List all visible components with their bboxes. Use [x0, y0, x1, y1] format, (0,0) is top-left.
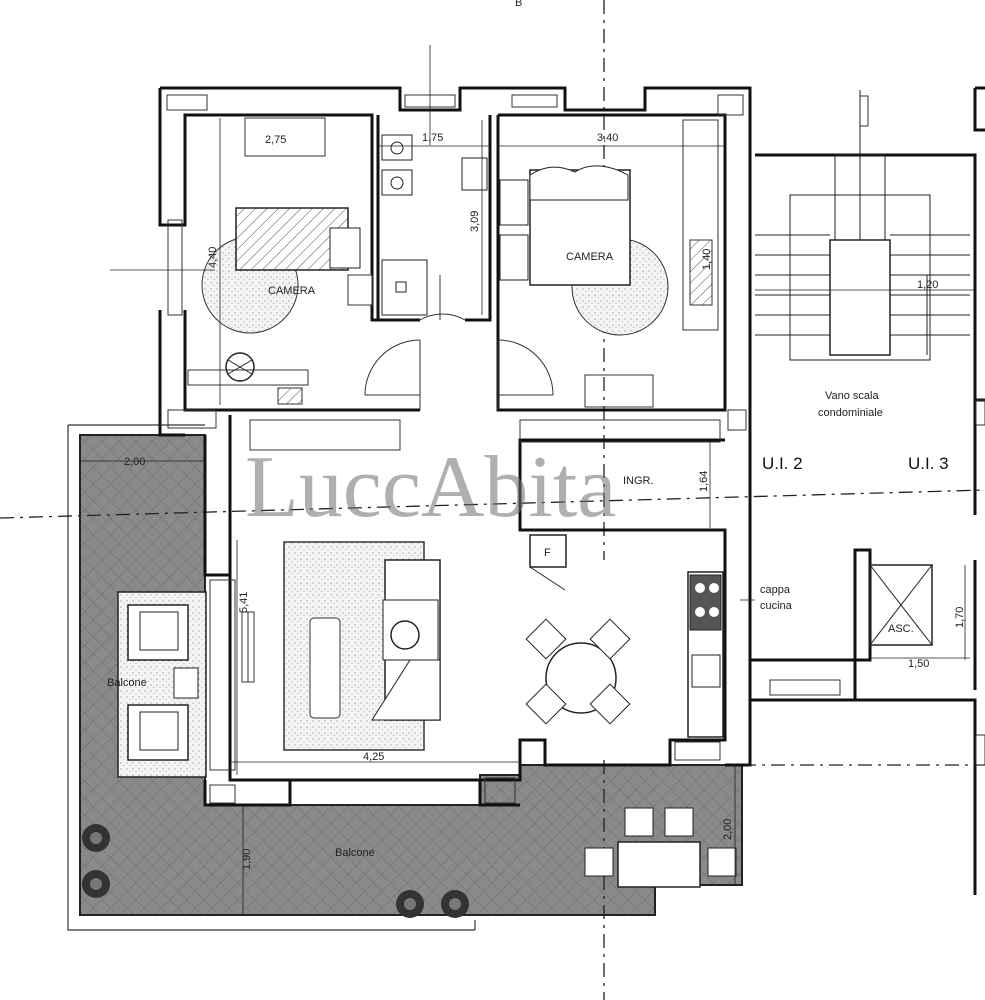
label-vano-scala-1: Vano scala	[825, 390, 879, 402]
left-bedroom-furniture	[201, 207, 373, 405]
label-top-letter: B	[515, 0, 522, 9]
label-vano-scala-2: condominiale	[818, 407, 883, 419]
living-room-furniture	[241, 541, 441, 751]
dim-3-40: 3,40	[597, 132, 618, 144]
dim-2-00-bottom: 2,00	[722, 819, 734, 840]
label-ui3: U.I. 3	[908, 454, 949, 473]
label-camera-right: CAMERA	[566, 251, 614, 263]
bathroom-fixtures	[381, 134, 488, 321]
label-fridge: F	[544, 547, 551, 559]
dim-1-50: 1,50	[908, 658, 929, 670]
dim-4-25: 4,25	[363, 751, 384, 763]
wall-details	[166, 94, 985, 804]
balcony-furniture	[82, 604, 737, 918]
dim-5-41: 5,41	[238, 592, 250, 613]
dim-1-64: 1,64	[698, 471, 710, 492]
dim-1-75: 1,75	[422, 132, 443, 144]
label-balcone-bottom: Balcone	[335, 847, 375, 859]
right-bedroom-furniture	[499, 119, 719, 336]
dimension-lines	[80, 45, 975, 915]
dim-2-75: 2,75	[265, 134, 286, 146]
dim-3-09: 3,09	[469, 211, 481, 232]
watermark: LuccAbita	[245, 439, 616, 536]
door-swings	[364, 339, 554, 410]
label-cappa-2: cucina	[760, 600, 793, 612]
stairwell	[755, 90, 970, 646]
label-camera-left: CAMERA	[268, 285, 316, 297]
dim-4-40: 4,40	[207, 247, 219, 268]
dim-1-90: 1,90	[241, 849, 253, 870]
balcony-railing	[67, 424, 476, 931]
label-cappa-1: cappa	[760, 584, 791, 596]
dim-1-70: 1,70	[954, 607, 966, 628]
dim-1-40: 1,40	[701, 249, 713, 270]
label-balcone-side: Balcone	[107, 677, 147, 689]
label-ui2: U.I. 2	[762, 454, 803, 473]
dim-1-20: 1,20	[917, 279, 938, 291]
label-ingresso: INGR.	[623, 475, 654, 487]
label-asc: ASC.	[888, 623, 914, 635]
kitchen-furniture	[525, 534, 724, 738]
dim-2-00-top: 2,00	[124, 456, 145, 468]
